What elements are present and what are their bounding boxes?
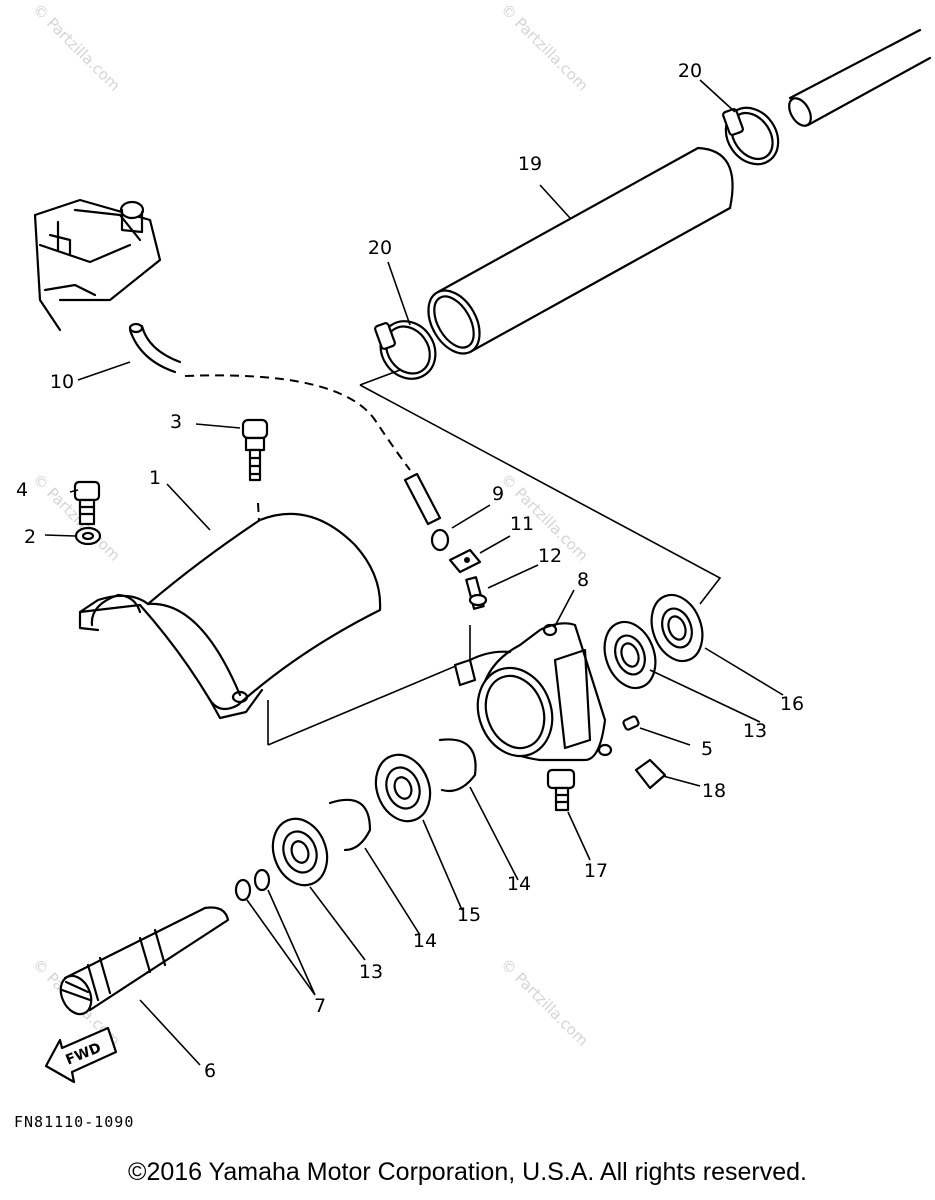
label-7: 7 [314, 995, 326, 1017]
part-7-o-rings [234, 868, 271, 902]
part-labels: 20 19 20 10 3 1 4 2 9 11 12 8 16 13 5 18… [16, 60, 804, 1082]
copyright-notice: ©2016 Yamaha Motor Corporation, U.S.A. A… [128, 1158, 807, 1186]
part-6-drive-shaft [59, 906, 230, 1016]
label-8: 8 [577, 569, 589, 591]
part-8-bearing-housing [453, 622, 613, 762]
watermark: © Partzilla.com [497, 955, 592, 1050]
part-18-clip [634, 758, 667, 790]
part-5-pin [622, 715, 640, 731]
leader-lines [44, 79, 784, 1066]
label-17: 17 [584, 860, 608, 882]
label-4: 4 [16, 479, 28, 501]
label-19: 19 [518, 153, 542, 175]
label-12: 12 [538, 545, 562, 567]
label-5: 5 [701, 738, 713, 760]
label-11: 11 [510, 513, 534, 535]
part-13-bearing-right [603, 620, 657, 690]
part-1-cover [78, 512, 382, 720]
label-6: 6 [204, 1060, 216, 1082]
figure-code: FN81110-1090 [14, 1113, 135, 1131]
part-20-hose-clamp-lower [374, 320, 437, 380]
label-10: 10 [50, 371, 74, 393]
label-1: 1 [149, 467, 161, 489]
part-16-bearing [650, 593, 704, 663]
part-19-hose [427, 146, 734, 355]
engine-bracket [33, 198, 162, 332]
part-11-fitting [448, 548, 482, 574]
part-2-washer [74, 526, 102, 546]
label-20b: 20 [368, 237, 392, 259]
label-3: 3 [170, 411, 182, 433]
part-15-bearing [374, 753, 432, 823]
label-20a: 20 [678, 60, 702, 82]
watermark: © Partzilla.com [497, 0, 592, 95]
label-13a: 13 [743, 720, 767, 742]
part-12-nipple [465, 576, 488, 610]
label-15: 15 [457, 904, 481, 926]
drive-shaft-end [788, 28, 932, 127]
part-3-plug-screw [241, 418, 269, 482]
label-9: 9 [492, 483, 504, 505]
label-14a: 14 [507, 873, 531, 895]
fwd-arrow: FWD [44, 1026, 118, 1084]
part-14-circlip-upper [438, 738, 477, 793]
part-9-hose [403, 472, 450, 552]
part-10-water-hose [128, 322, 182, 374]
label-13b: 13 [359, 961, 383, 983]
label-2: 2 [24, 526, 36, 548]
label-16: 16 [780, 693, 804, 715]
part-17-bolt [546, 768, 576, 812]
part-14-circlip-lower [328, 798, 372, 852]
label-14b: 14 [413, 930, 437, 952]
part-13-bearing-lower [271, 817, 329, 887]
label-18: 18 [702, 780, 726, 802]
watermark: © Partzilla.com [29, 0, 124, 95]
reference-lines [184, 369, 722, 746]
